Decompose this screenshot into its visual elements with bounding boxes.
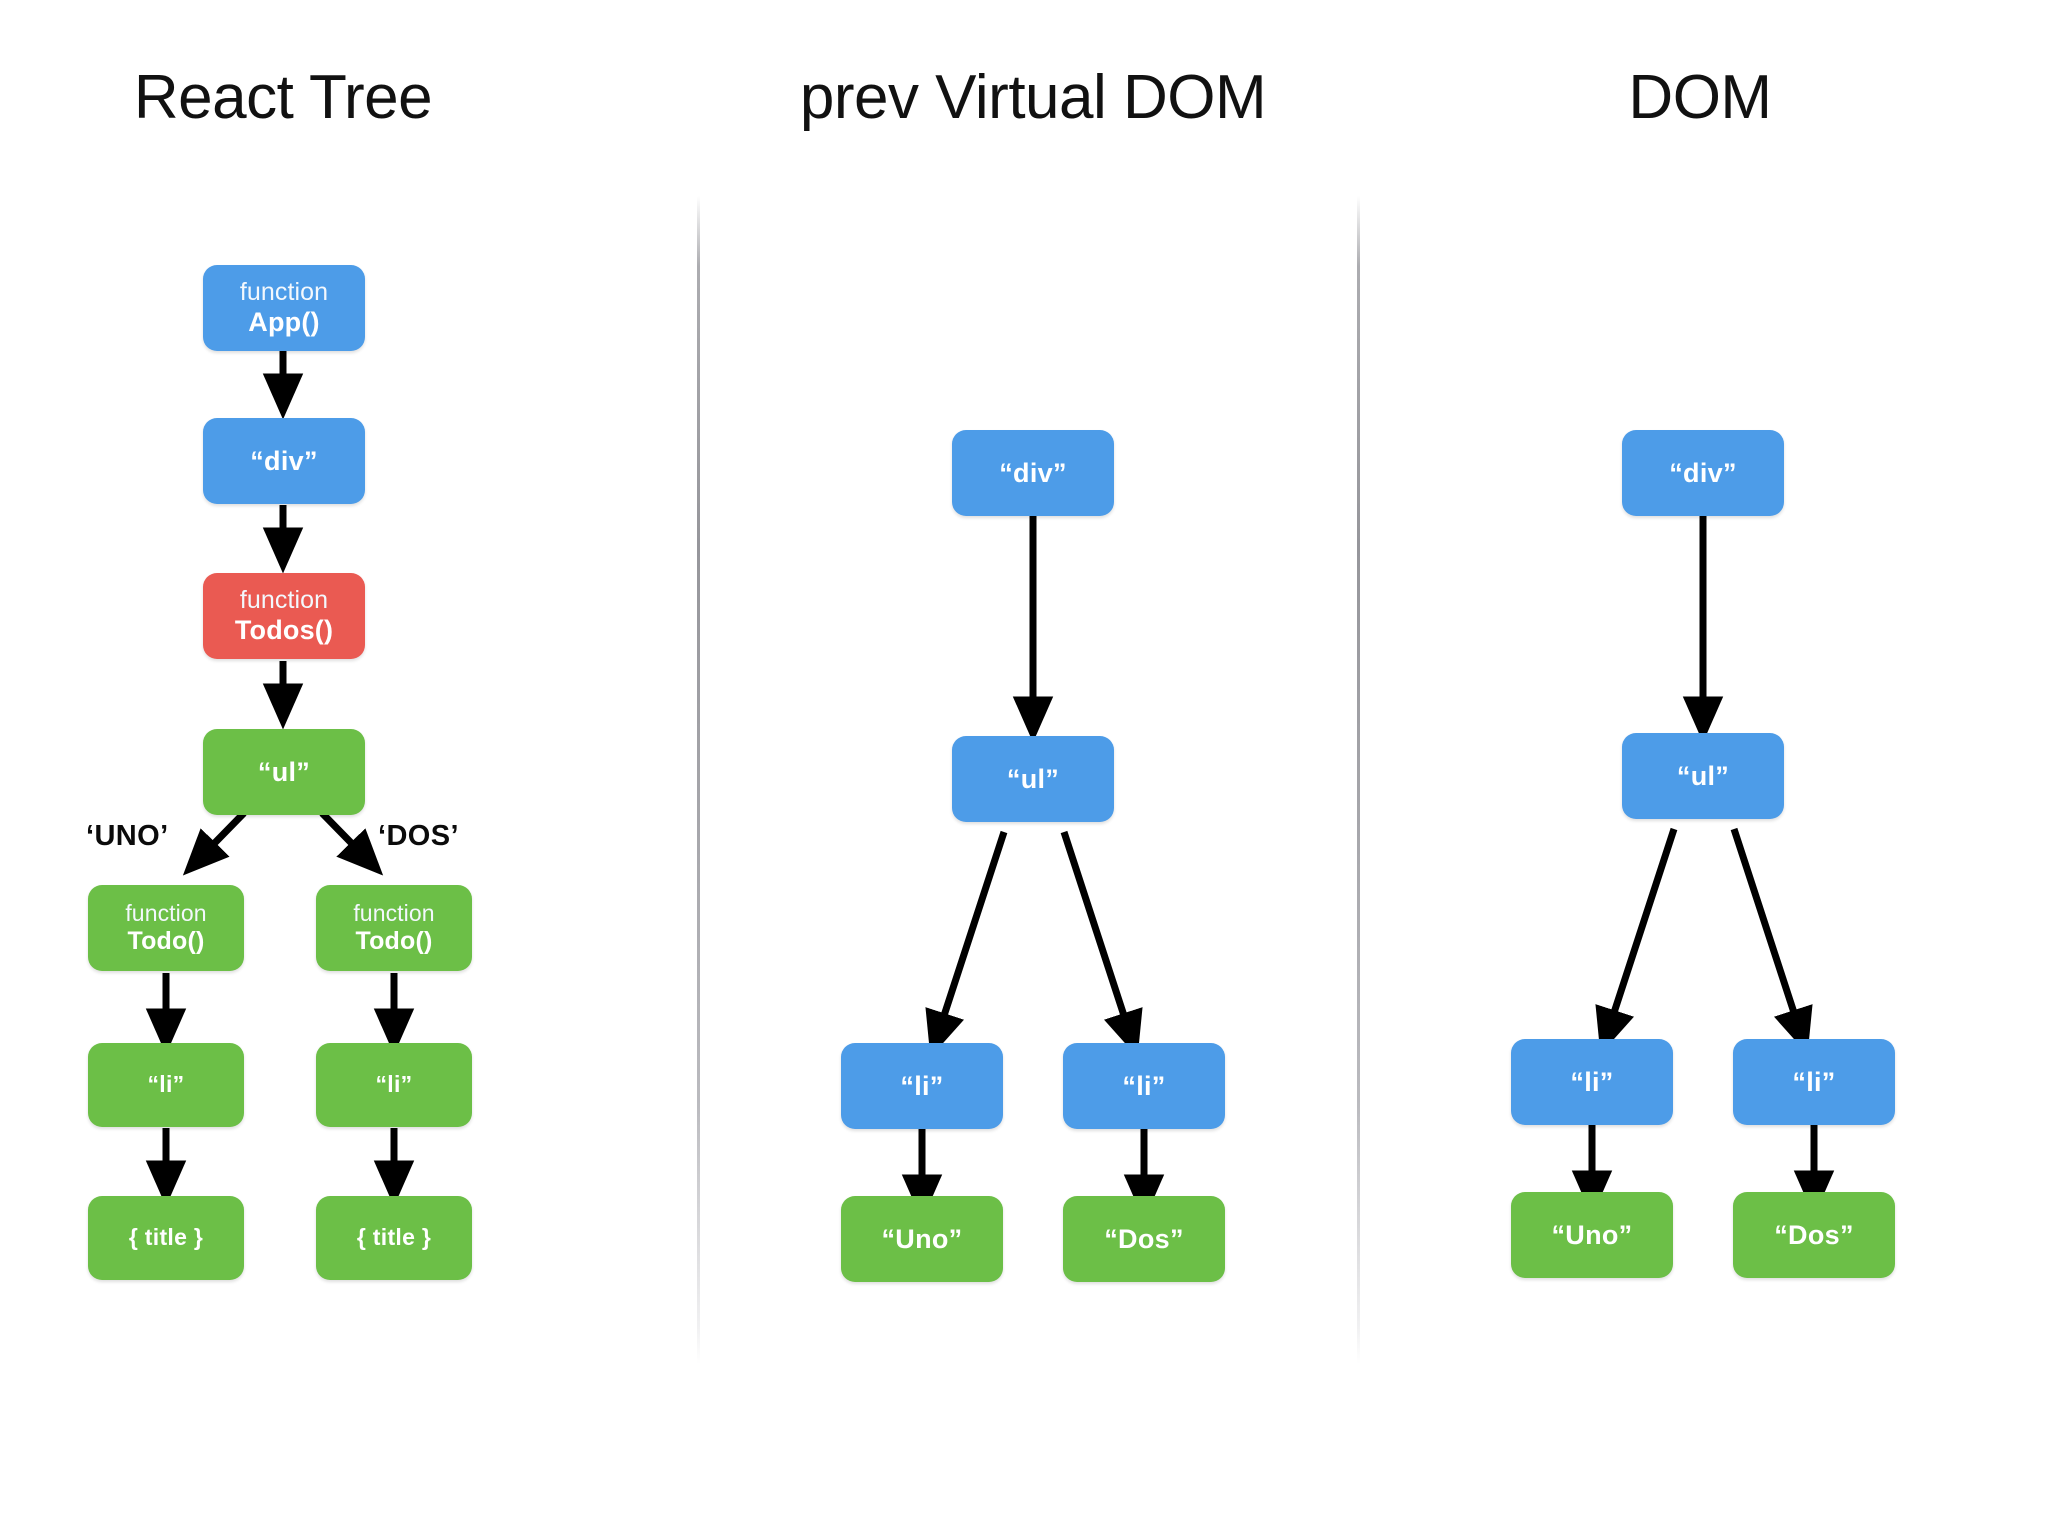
node-tag-label: “li” — [375, 1071, 413, 1098]
node-tag-label: “div” — [999, 457, 1067, 488]
node-vdom-div[interactable]: “div” — [952, 430, 1114, 516]
node-react-div[interactable]: “div” — [203, 418, 365, 504]
node-dom-ul[interactable]: “ul” — [1622, 733, 1784, 819]
column-title-prev-virtual-dom: prev Virtual DOM — [799, 63, 1267, 132]
node-vdom-dos[interactable]: “Dos” — [1063, 1196, 1225, 1282]
node-function-keyword: function — [239, 278, 329, 307]
node-function-keyword: function — [353, 899, 435, 926]
node-vdom-li-right[interactable]: “li” — [1063, 1043, 1225, 1129]
node-function-keyword: function — [125, 899, 207, 926]
node-react-ul[interactable]: “ul” — [203, 729, 365, 815]
node-dom-div[interactable]: “div” — [1622, 430, 1784, 516]
node-dom-dos[interactable]: “Dos” — [1733, 1192, 1895, 1278]
node-tag-label: “Dos” — [1774, 1219, 1854, 1250]
node-tag-label: “li” — [1122, 1070, 1166, 1101]
node-react-title-right[interactable]: { title } — [316, 1196, 472, 1280]
node-function-name: Todo() — [355, 927, 433, 956]
node-react-todos[interactable]: function Todos() — [203, 573, 365, 659]
node-tag-label: “li” — [147, 1071, 185, 1098]
node-vdom-li-left[interactable]: “li” — [841, 1043, 1003, 1129]
node-react-li-left[interactable]: “li” — [88, 1043, 244, 1127]
node-function-name: Todos() — [234, 615, 334, 646]
node-react-title-left[interactable]: { title } — [88, 1196, 244, 1280]
node-tag-label: “li” — [900, 1070, 944, 1101]
node-tag-label: “Uno” — [1551, 1219, 1633, 1250]
node-function-keyword: function — [239, 586, 329, 615]
key-label-uno: ‘UNO’ — [86, 820, 169, 852]
node-tag-label: { title } — [128, 1224, 204, 1251]
node-tag-label: “li” — [1570, 1066, 1614, 1097]
node-vdom-uno[interactable]: “Uno” — [841, 1196, 1003, 1282]
node-dom-uno[interactable]: “Uno” — [1511, 1192, 1673, 1278]
node-tag-label: { title } — [356, 1224, 432, 1251]
node-function-name: App() — [248, 307, 320, 338]
key-label-dos: ‘DOS’ — [378, 820, 459, 852]
node-react-li-right[interactable]: “li” — [316, 1043, 472, 1127]
node-tag-label: “div” — [250, 445, 318, 476]
node-vdom-ul[interactable]: “ul” — [952, 736, 1114, 822]
node-tag-label: “Dos” — [1104, 1223, 1184, 1254]
column-divider-right — [1357, 196, 1360, 1364]
node-dom-li-right[interactable]: “li” — [1733, 1039, 1895, 1125]
node-react-app[interactable]: function App() — [203, 265, 365, 351]
node-dom-li-left[interactable]: “li” — [1511, 1039, 1673, 1125]
node-react-todo-right[interactable]: function Todo() — [316, 885, 472, 971]
column-title-dom: DOM — [1628, 63, 1772, 132]
node-tag-label: “ul” — [1676, 760, 1730, 791]
node-react-todo-left[interactable]: function Todo() — [88, 885, 244, 971]
column-title-react-tree: React Tree — [133, 63, 433, 132]
node-tag-label: “ul” — [1006, 763, 1060, 794]
node-function-name: Todo() — [127, 927, 205, 956]
node-tag-label: “Uno” — [881, 1223, 963, 1254]
node-tag-label: “li” — [1792, 1066, 1836, 1097]
node-tag-label: “div” — [1669, 457, 1737, 488]
node-tag-label: “ul” — [257, 756, 311, 787]
column-divider-left — [697, 196, 700, 1364]
